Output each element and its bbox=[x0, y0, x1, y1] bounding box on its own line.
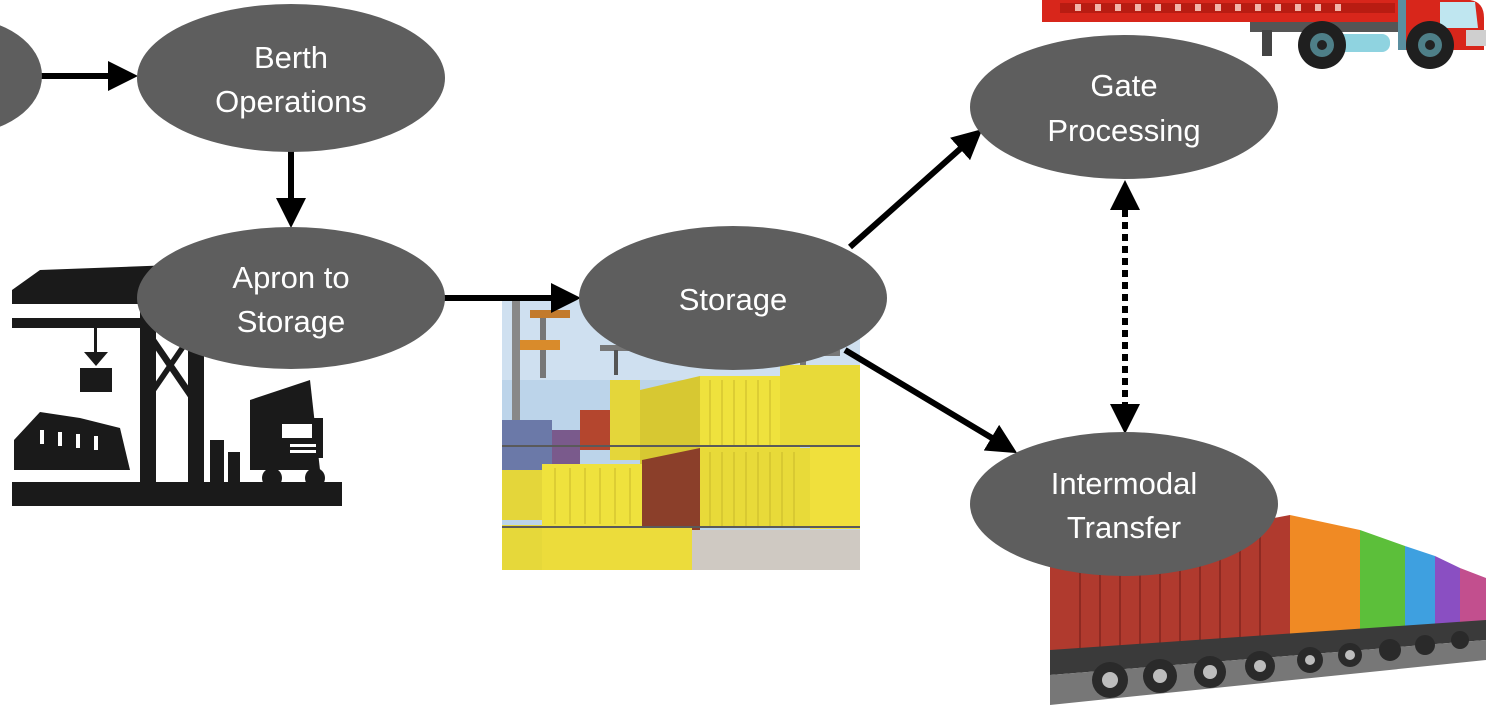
arrow-storage-to-gate bbox=[848, 129, 983, 250]
arrows bbox=[40, 61, 1140, 454]
node-label-line: Berth bbox=[254, 40, 328, 75]
node-label-line: Transfer bbox=[1067, 510, 1181, 545]
node-label-line: Gate bbox=[1090, 68, 1157, 103]
node-intermodal-transfer: Intermodal Transfer bbox=[970, 432, 1278, 576]
node-unnamed-left bbox=[0, 25, 42, 127]
truck-illustration bbox=[1042, 0, 1486, 69]
arrow-storage-to-intermodal bbox=[843, 347, 1018, 454]
node-label-line: Storage bbox=[679, 282, 788, 317]
node-label-line: Operations bbox=[215, 84, 367, 119]
node-apron-to-storage: Apron to Storage bbox=[137, 227, 445, 369]
node-label-line: Apron to bbox=[232, 260, 349, 295]
node-gate-processing: Gate Processing bbox=[970, 35, 1278, 179]
node-label-line: Storage bbox=[237, 304, 346, 339]
node-label-line: Processing bbox=[1047, 113, 1200, 148]
node-storage: Storage bbox=[579, 226, 887, 370]
node-berth-operations: Berth Operations bbox=[137, 4, 445, 152]
node-label-line: Intermodal bbox=[1051, 466, 1197, 501]
